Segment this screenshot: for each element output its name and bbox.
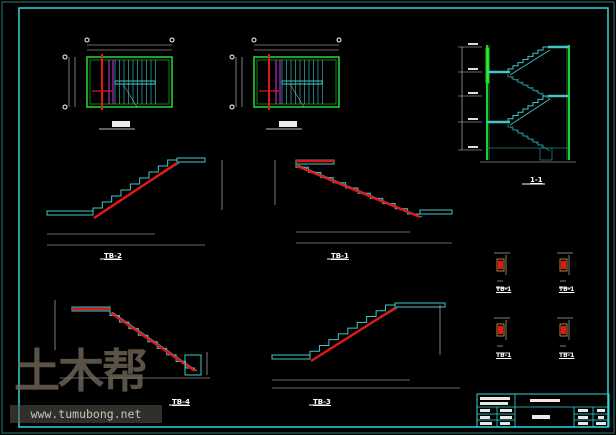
stair-soffit: [509, 98, 551, 126]
label-detail-1: TB-1: [496, 286, 512, 293]
stair-landing: [46, 210, 94, 216]
detail-rebar: [561, 326, 566, 334]
tb4-flight-rebar: [110, 311, 196, 373]
section-flight-up: [507, 95, 548, 122]
stair-soffit: [509, 126, 551, 152]
axis-bubble: [84, 37, 90, 43]
section-flight-down: [507, 74, 548, 97]
title-block-text: [596, 422, 606, 425]
title-block-text: [480, 416, 490, 419]
detail-section: [496, 323, 505, 337]
axis-bubble: [336, 37, 342, 43]
plan-arrow: [122, 83, 138, 108]
tb4-footing: [184, 354, 202, 376]
detail-rebar: [498, 326, 503, 334]
label-detail-2: TB-1: [559, 286, 575, 293]
label-detail-4: TB-1: [559, 352, 575, 359]
title-block-text: [500, 416, 512, 419]
axis-bubble: [62, 54, 68, 60]
plan-wall-inner: [89, 59, 170, 105]
tb2-flight-rebar: [93, 161, 178, 220]
plan-stair-well: [114, 80, 156, 85]
detail-section: [496, 258, 505, 272]
tb4-flight: [109, 309, 195, 369]
title-block-text: [578, 422, 588, 425]
label-tb1: TB-1: [331, 252, 349, 260]
label-section-1-1: 1-1: [530, 176, 543, 184]
level-text: [468, 146, 478, 148]
title-block-text: [500, 422, 510, 425]
label-tb4: TB-4: [172, 398, 190, 406]
title-block-text: [598, 416, 604, 419]
stair-landing: [176, 157, 206, 163]
level-text: [468, 68, 478, 70]
section-flight-down: [507, 124, 548, 149]
stair-soffit: [509, 49, 551, 76]
axis-bubble: [62, 104, 68, 110]
detail-rebar: [498, 261, 503, 269]
label-tb2: TB-2: [104, 252, 122, 260]
title-block: [476, 393, 610, 428]
title-block-text: [578, 416, 588, 419]
title-block-text: [530, 399, 560, 402]
drawing-frame: [18, 7, 609, 428]
plan-title: [279, 121, 297, 127]
axis-bubble: [169, 37, 175, 43]
title-block-text: [578, 409, 588, 412]
plan-stair-well: [281, 80, 323, 85]
detail-section: [559, 323, 568, 337]
stair-soffit: [509, 76, 551, 100]
plan-wall-inner: [256, 59, 337, 105]
detail-section: [559, 258, 568, 272]
title-block-text: [480, 397, 510, 400]
plan-arrow: [289, 83, 305, 108]
stair-landing: [419, 209, 453, 215]
stair-landing: [394, 302, 446, 308]
title-block-text: [597, 409, 605, 412]
title-block-text: [480, 422, 492, 425]
level-text: [468, 43, 478, 45]
stair-landing: [271, 354, 311, 360]
tb3-flight-rebar: [310, 306, 396, 363]
title-block-text: [532, 415, 550, 419]
tb3-flight: [309, 304, 395, 357]
axis-bubble: [229, 104, 235, 110]
tb2-flight: [92, 159, 177, 214]
detail-rebar: [561, 261, 566, 269]
tb1-flight: [295, 162, 420, 215]
watermark-url: www.tumubong.net: [10, 405, 162, 423]
title-block-text: [480, 402, 508, 405]
section-footing: [539, 147, 553, 161]
axis-bubble: [229, 54, 235, 60]
label-tb3: TB-3: [313, 398, 331, 406]
section-flight-up: [507, 46, 548, 72]
watermark-logo: 土木帮: [14, 344, 148, 398]
title-block-text: [480, 409, 490, 412]
plan-wall: [253, 56, 340, 108]
axis-bubble: [251, 37, 257, 43]
label-detail-3: TB-1: [496, 352, 512, 359]
plan-title: [112, 121, 130, 127]
plan-wall: [86, 56, 173, 108]
section-wall-fill: [485, 47, 490, 84]
level-text: [468, 92, 478, 94]
level-text: [468, 118, 478, 120]
tb1-flight-rebar: [296, 164, 421, 219]
title-block-text: [500, 409, 512, 412]
